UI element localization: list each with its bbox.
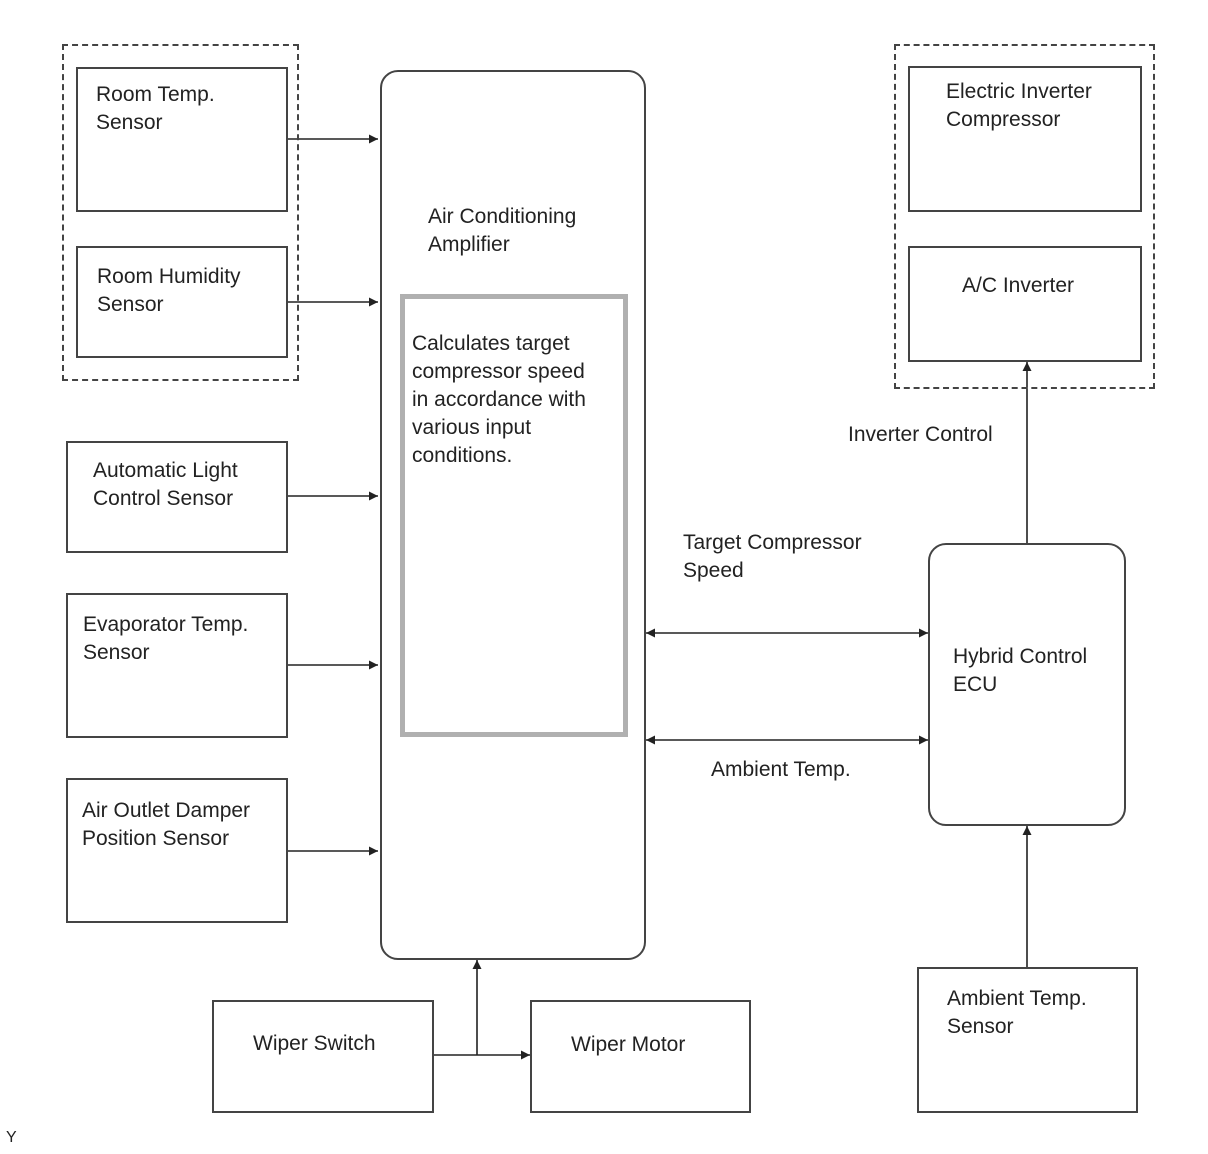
figure-code: Y bbox=[6, 1129, 17, 1146]
electric-inverter-compressor-label: Electric Inverter Compressor bbox=[946, 80, 1092, 131]
calculation-box: Calculates target compressor speed in ac… bbox=[400, 294, 628, 737]
wiper-motor: Wiper Motor bbox=[530, 1000, 751, 1113]
ambient-temp-sensor: Ambient Temp. Sensor bbox=[917, 967, 1138, 1113]
wiper-motor-label: Wiper Motor bbox=[571, 1033, 686, 1056]
auto-light-control-sensor-label: Automatic Light Control Sensor bbox=[93, 459, 238, 510]
air-conditioning-amplifier-label: Air Conditioning Amplifier bbox=[428, 205, 577, 256]
wiper-switch-label: Wiper Switch bbox=[253, 1032, 376, 1055]
room-temp-sensor: Room Temp. Sensor bbox=[76, 67, 288, 212]
wiper-switch: Wiper Switch bbox=[212, 1000, 434, 1113]
hybrid-control-ecu: Hybrid Control ECU bbox=[928, 543, 1126, 826]
signal-ambient-temp: Ambient Temp. bbox=[711, 758, 851, 781]
room-humidity-sensor: Room Humidity Sensor bbox=[76, 246, 288, 358]
air-outlet-damper-sensor: Air Outlet Damper Position Sensor bbox=[66, 778, 288, 923]
cabin-sensor-group bbox=[62, 44, 299, 381]
room-humidity-sensor-label: Room Humidity Sensor bbox=[97, 265, 241, 316]
compressor-group bbox=[894, 44, 1155, 389]
ac-inverter-label: A/C Inverter bbox=[962, 274, 1075, 297]
electric-inverter-compressor: Electric Inverter Compressor bbox=[908, 66, 1142, 212]
ambient-temp-sensor-label: Ambient Temp. Sensor bbox=[947, 987, 1087, 1038]
hybrid-control-ecu-label: Hybrid Control ECU bbox=[953, 645, 1088, 696]
calculation-box-text: Calculates target compressor speed in ac… bbox=[412, 332, 586, 467]
evaporator-temp-sensor: Evaporator Temp. Sensor bbox=[66, 593, 288, 738]
room-temp-sensor-label: Room Temp. Sensor bbox=[96, 83, 215, 134]
signal-inverter-control: Inverter Control bbox=[848, 423, 993, 446]
signal-target-compressor-speed: Target Compressor Speed bbox=[683, 531, 862, 582]
evaporator-temp-sensor-label: Evaporator Temp. Sensor bbox=[83, 613, 249, 664]
air-outlet-damper-sensor-label: Air Outlet Damper Position Sensor bbox=[82, 799, 251, 850]
ac-inverter: A/C Inverter bbox=[908, 246, 1142, 362]
auto-light-control-sensor: Automatic Light Control Sensor bbox=[66, 441, 288, 553]
air-conditioning-amplifier: Air Conditioning Amplifier Calculates ta… bbox=[380, 70, 646, 960]
